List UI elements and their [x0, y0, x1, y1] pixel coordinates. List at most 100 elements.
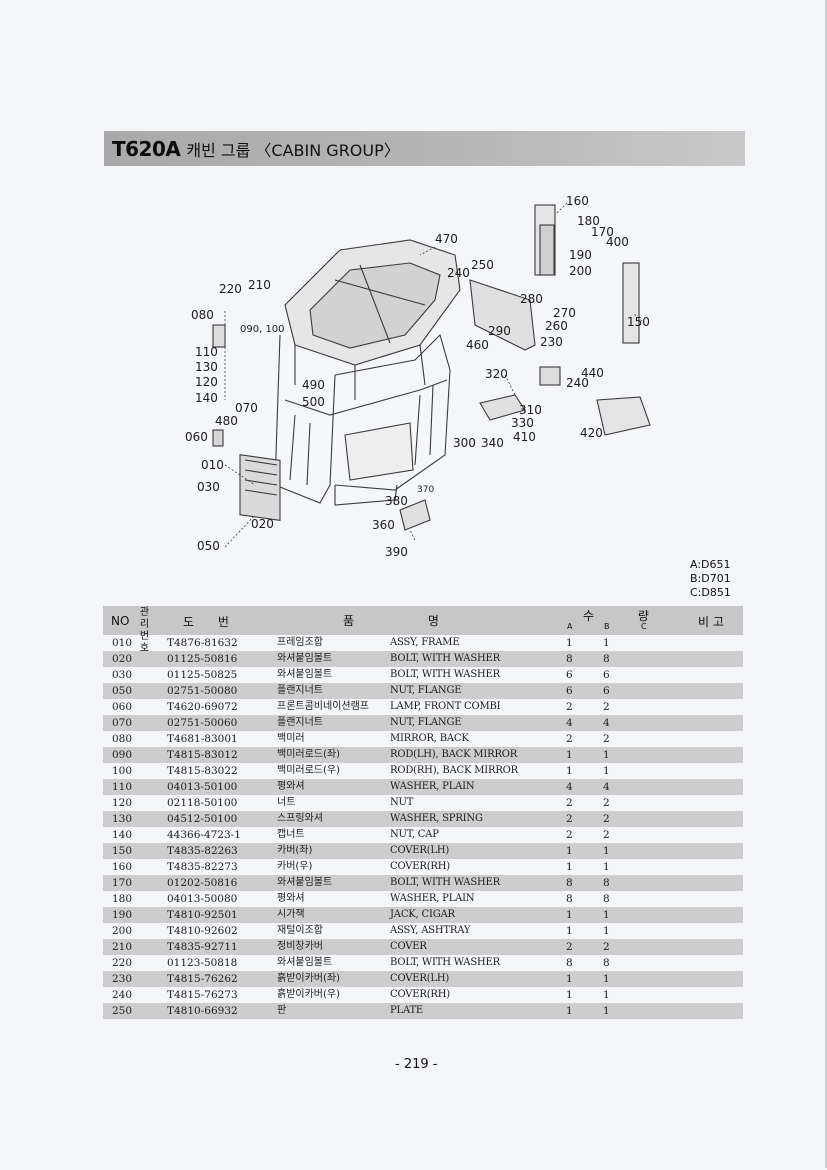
row-name-english: NUT, CAP — [390, 829, 439, 840]
header-col-a: A — [567, 622, 573, 631]
lamp-front — [212, 429, 224, 447]
row-qty-a: 1 — [566, 989, 573, 1001]
row-name-english: WASHER, SPRING — [390, 813, 483, 824]
row-name-korean: 프레임조합 — [277, 637, 323, 648]
label-160: 160 — [566, 194, 589, 208]
header-drawing: 도 번 — [183, 615, 229, 629]
row-no: 080 — [112, 733, 133, 745]
label-210: 210 — [248, 278, 271, 292]
row-part-number: T4620-69072 — [167, 701, 238, 713]
exploded-parts-diagram: 160 180 170 400 190 200 470 250 240 150 … — [185, 194, 651, 559]
row-part-number: T4815-76262 — [167, 973, 238, 985]
page-number: - 219 - — [395, 1057, 438, 1072]
label-280: 280 — [520, 292, 543, 306]
row-name-korean: 백미러로드(좌) — [277, 749, 341, 760]
row-name-korean: 백미러 — [277, 733, 305, 744]
label-380: 380 — [385, 494, 408, 508]
row-qty-a: 2 — [566, 941, 573, 953]
row-qty-b: 1 — [603, 749, 610, 761]
row-no: 060 — [112, 701, 133, 713]
row-part-number: T4810-92501 — [167, 909, 238, 921]
row-qty-b: 8 — [603, 877, 610, 889]
cabin-frame — [274, 333, 451, 504]
row-name-english: BOLT, WITH WASHER — [390, 877, 500, 888]
title-model: T620A — [112, 136, 181, 161]
tool-box — [596, 396, 651, 436]
row-qty-a: 8 — [566, 653, 573, 665]
row-part-number: T4835-92711 — [167, 941, 238, 953]
row-qty-b: 2 — [603, 829, 610, 841]
row-qty-a: 1 — [566, 765, 573, 777]
row-qty-b: 8 — [603, 957, 610, 969]
mirror-left — [212, 324, 226, 348]
label-230: 230 — [540, 335, 563, 349]
row-no: 150 — [112, 845, 133, 857]
row-name-korean: 프론트콤비네이션램프 — [277, 701, 369, 712]
row-qty-a: 1 — [566, 909, 573, 921]
row-name-korean: 너트 — [277, 797, 296, 808]
label-310: 310 — [519, 403, 542, 417]
header-qty: 수 량 — [583, 609, 649, 623]
row-name-english: ASSY, ASHTRAY — [390, 925, 471, 936]
row-name-english: WASHER, PLAIN — [390, 781, 475, 792]
row-name-korean: 플랜지너트 — [277, 717, 323, 728]
row-qty-b: 6 — [603, 669, 610, 681]
row-part-number: T4876-81632 — [167, 637, 238, 649]
row-no: 180 — [112, 893, 133, 905]
label-200: 200 — [569, 264, 592, 278]
row-qty-a: 1 — [566, 637, 573, 649]
header-remarks: 비 고 — [698, 615, 724, 629]
row-qty-a: 1 — [566, 845, 573, 857]
row-qty-b: 8 — [603, 653, 610, 665]
row-qty-a: 2 — [566, 701, 573, 713]
label-470: 470 — [435, 232, 458, 246]
row-qty-a: 4 — [566, 717, 573, 729]
row-qty-a: 2 — [566, 797, 573, 809]
row-no: 250 — [112, 1005, 133, 1017]
label-290: 290 — [488, 324, 511, 338]
row-part-number: 04512-50100 — [167, 813, 238, 825]
label-090: 090, 100 — [240, 324, 285, 335]
row-no: 030 — [112, 669, 133, 681]
row-name-english: COVER(LH) — [390, 973, 450, 984]
row-qty-a: 1 — [566, 973, 573, 985]
row-no: 130 — [112, 813, 133, 825]
row-qty-a: 2 — [566, 829, 573, 841]
row-qty-a: 8 — [566, 957, 573, 969]
row-part-number: T4815-83012 — [167, 749, 238, 761]
label-460: 460 — [466, 338, 489, 352]
row-no: 220 — [112, 957, 133, 969]
row-name-english: COVER — [390, 941, 427, 952]
row-part-number: T4681-83001 — [167, 733, 238, 745]
row-qty-a: 6 — [566, 669, 573, 681]
label-270: 270 — [553, 306, 576, 320]
row-qty-b: 1 — [603, 765, 610, 777]
row-qty-b: 1 — [603, 925, 610, 937]
row-no: 050 — [112, 685, 133, 697]
label-010: 010 — [201, 458, 224, 472]
label-080: 080 — [191, 308, 214, 322]
row-name-english: ROD(LH), BACK MIRROR — [390, 749, 518, 760]
row-part-number: 01123-50818 — [167, 957, 238, 969]
row-part-number: 01125-50825 — [167, 669, 238, 681]
label-030: 030 — [197, 480, 220, 494]
row-qty-b: 4 — [603, 781, 610, 793]
row-name-korean: 평와셔 — [277, 781, 305, 792]
label-300: 300 — [453, 436, 476, 450]
row-no: 120 — [112, 797, 133, 809]
row-part-number: T4835-82263 — [167, 845, 238, 857]
label-170: 170 — [591, 225, 614, 239]
row-name-english: MIRROR, BACK — [390, 733, 469, 744]
row-no: 170 — [112, 877, 133, 889]
row-qty-b: 4 — [603, 717, 610, 729]
label-340: 340 — [481, 436, 504, 450]
row-qty-a: 1 — [566, 1005, 573, 1017]
